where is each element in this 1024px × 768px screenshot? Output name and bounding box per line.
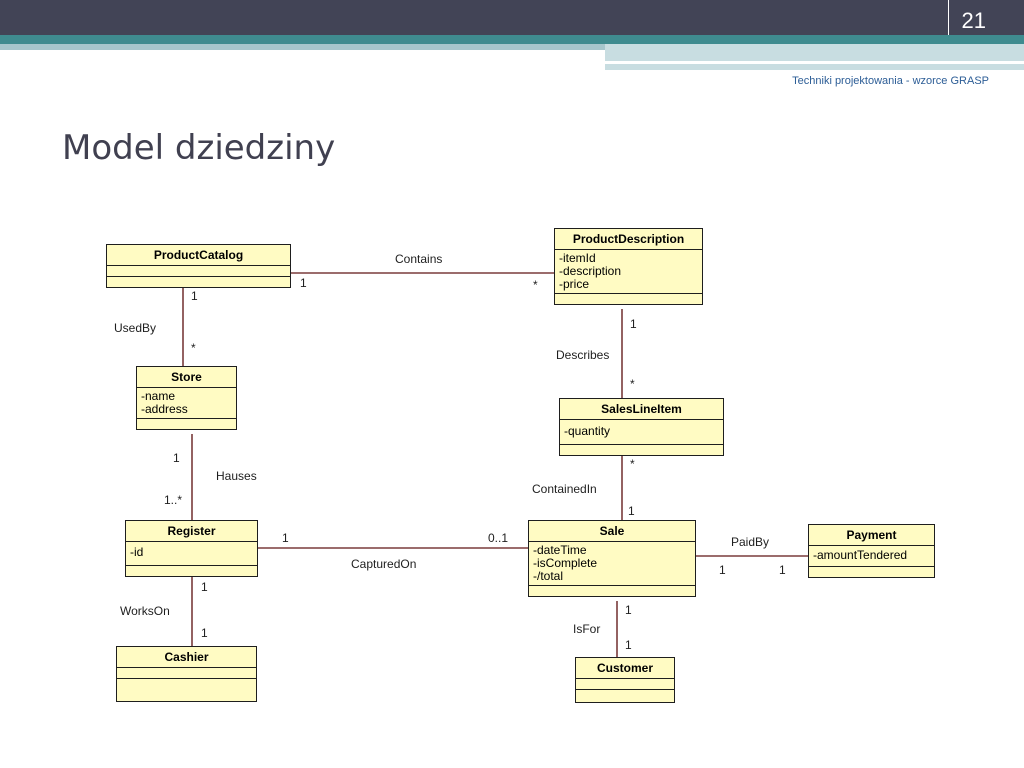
assoc-label-describes: Describes (556, 348, 610, 362)
class-name: Customer (576, 658, 674, 679)
class-cashier: Cashier (116, 646, 257, 702)
class-name: Cashier (117, 647, 256, 668)
class-attributes (576, 679, 674, 690)
multiplicity-describes-line-item: * (630, 377, 635, 391)
attribute: -dateTime (533, 543, 587, 557)
presentation-subtitle: Techniki projektowania - wzorce GRASP (792, 75, 989, 87)
class-operations (809, 567, 934, 577)
attribute: -name (141, 389, 176, 403)
multiplicity-used-by-store: * (191, 341, 196, 355)
attribute: -id (130, 545, 144, 559)
class-operations (126, 566, 257, 576)
class-attributes (107, 266, 290, 277)
class-product-catalog: ProductCatalog (106, 244, 291, 288)
attribute: -itemId (559, 251, 596, 265)
multiplicity-contains-catalog: 1 (300, 276, 307, 290)
multiplicity-paid-by-sale: 1 (719, 563, 726, 577)
attribute: -address (141, 402, 188, 416)
class-name: SalesLineItem (560, 399, 723, 420)
attribute: -price (559, 277, 590, 291)
assoc-label-captured-on: CapturedOn (351, 557, 417, 571)
header-bar (0, 0, 1024, 35)
class-attributes: -itemId -description -price (555, 250, 702, 294)
class-attributes (117, 668, 256, 679)
class-operations (137, 419, 236, 429)
class-sales-line-item: SalesLineItem -quantity (559, 398, 724, 456)
assoc-label-is-for: IsFor (573, 622, 601, 636)
assoc-label-works-on: WorksOn (120, 604, 170, 618)
class-operations (117, 679, 256, 701)
assoc-label-hauses: Hauses (216, 469, 257, 483)
multiplicity-captured-on-sale: 0..1 (488, 531, 509, 545)
multiplicity-hauses-register: 1..* (164, 493, 183, 507)
multiplicity-used-by-catalog: 1 (191, 289, 198, 303)
class-name: Payment (809, 525, 934, 546)
multiplicity-paid-by-payment: 1 (779, 563, 786, 577)
class-register: Register -id (125, 520, 258, 577)
class-name: ProductDescription (555, 229, 702, 250)
multiplicity-is-for-sale: 1 (625, 603, 632, 617)
class-payment: Payment -amountTendered (808, 524, 935, 578)
multiplicity-works-on-register: 1 (201, 580, 208, 594)
class-attributes: -name -address (137, 388, 236, 419)
multiplicity-contains-description: * (533, 278, 538, 292)
class-operations (555, 294, 702, 304)
class-attributes: -quantity (560, 420, 723, 445)
class-name: Store (137, 367, 236, 388)
multiplicity-contained-in-line-item: * (630, 457, 635, 471)
header-stripe-light (0, 44, 605, 50)
class-attributes: -id (126, 542, 257, 566)
class-product-description: ProductDescription -itemId -description … (554, 228, 703, 305)
class-attributes: -dateTime -isComplete -/total (529, 542, 695, 586)
multiplicity-works-on-cashier: 1 (201, 626, 208, 640)
class-customer: Customer (575, 657, 675, 703)
assoc-label-paid-by: PaidBy (731, 535, 770, 549)
attribute: -quantity (564, 424, 611, 438)
header-stripe-right-line (605, 61, 1024, 64)
assoc-label-contains: Contains (395, 252, 443, 266)
multiplicity-hauses-store: 1 (173, 451, 180, 465)
class-name: ProductCatalog (107, 245, 290, 266)
assoc-label-used-by: UsedBy (114, 321, 157, 335)
header-stripe-teal (0, 35, 1024, 44)
attribute: -isComplete (533, 556, 598, 570)
class-operations (529, 586, 695, 596)
multiplicity-contained-in-sale: 1 (628, 504, 635, 518)
assoc-label-contained-in: ContainedIn (532, 482, 597, 496)
class-store: Store -name -address (136, 366, 237, 430)
class-attributes: -amountTendered (809, 546, 934, 567)
multiplicity-describes-description: 1 (630, 317, 637, 331)
class-sale: Sale -dateTime -isComplete -/total (528, 520, 696, 597)
slide-number: 21 (961, 8, 986, 33)
class-operations (576, 690, 674, 702)
attribute: -amountTendered (813, 548, 908, 562)
class-name: Register (126, 521, 257, 542)
multiplicity-captured-on-register: 1 (282, 531, 289, 545)
class-name: Sale (529, 521, 695, 542)
slide-title: Model dziedziny (62, 128, 336, 168)
header-vertical-divider (948, 0, 949, 35)
attribute: -/total (533, 569, 564, 583)
class-operations (107, 277, 290, 287)
class-operations (560, 445, 723, 455)
header-stripe-right-block (605, 44, 1024, 70)
multiplicity-is-for-customer: 1 (625, 638, 632, 652)
attribute: -description (559, 264, 622, 278)
